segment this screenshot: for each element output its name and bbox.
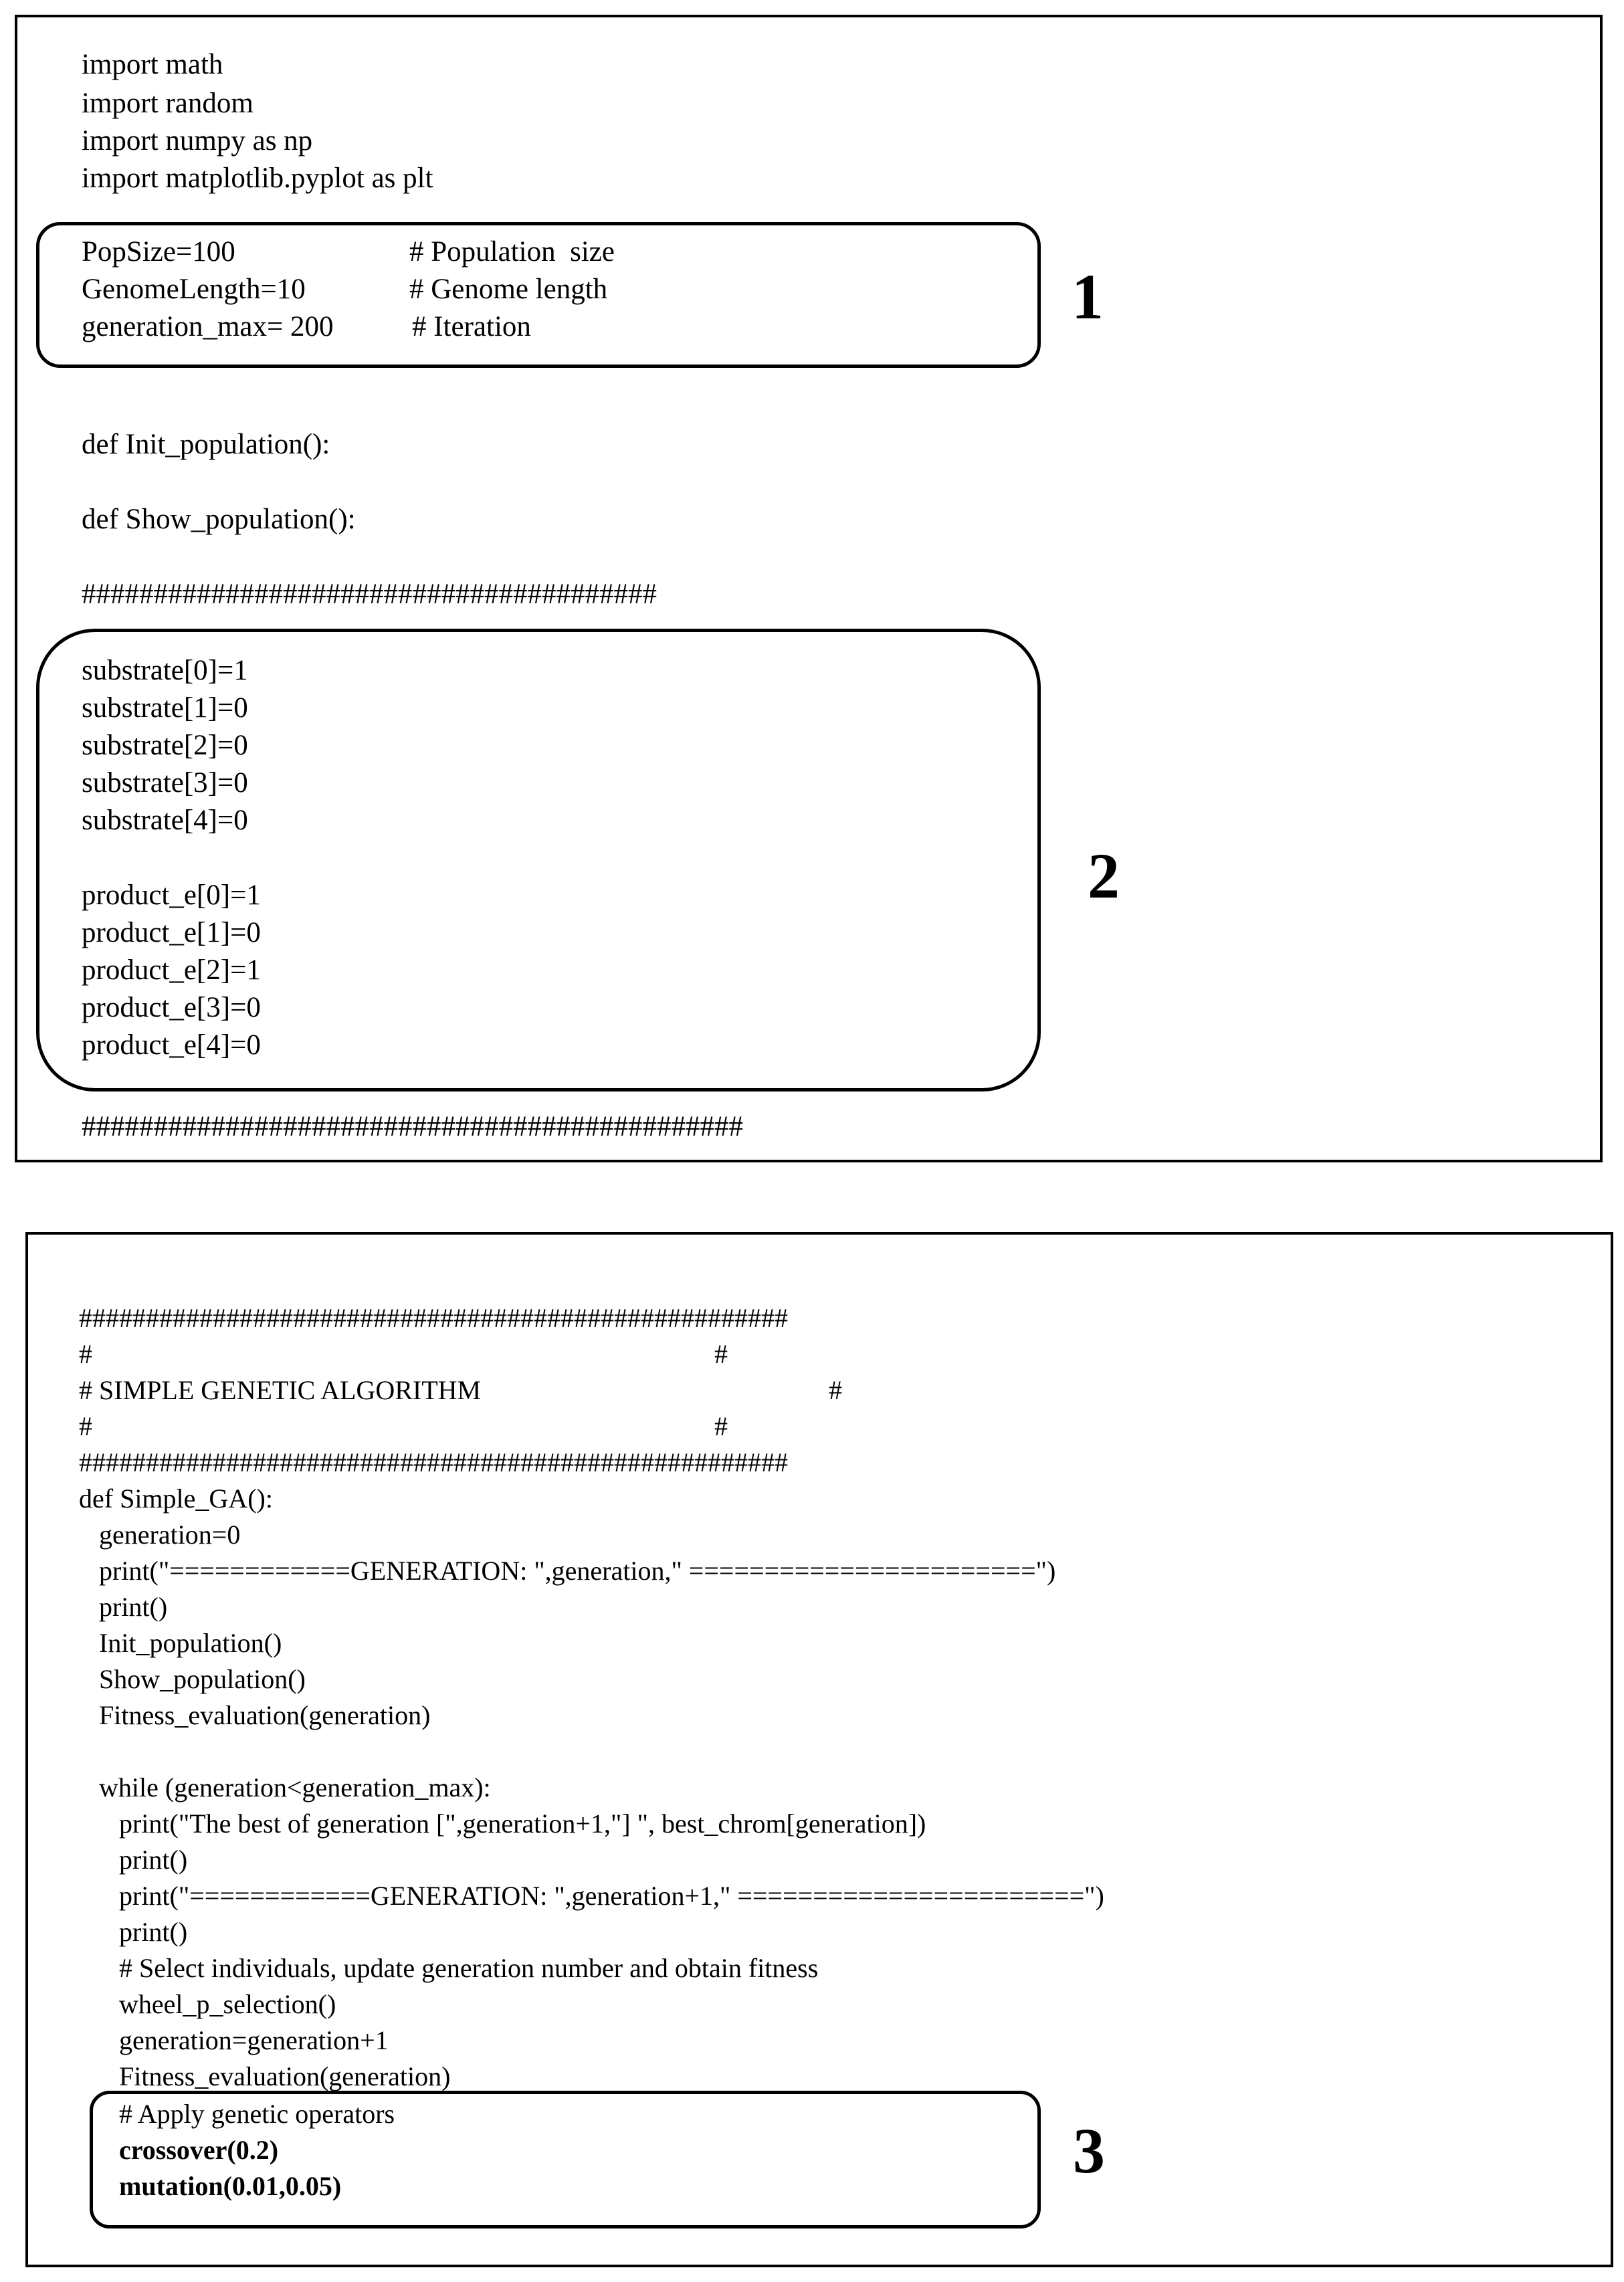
hash-border-blank-2: # # — [79, 1411, 728, 1441]
callout-box-1 — [36, 222, 1041, 368]
comment-popsize: # Population size — [409, 236, 615, 268]
param-genomelength: GenomeLength=10 — [82, 274, 306, 305]
code-line: print("The best of generation [",generat… — [79, 1808, 926, 1839]
import-matplotlib: import matplotlib.pyplot as plt — [82, 163, 433, 194]
code-line: # Apply genetic operators — [79, 2099, 395, 2129]
separator-top: ######################################## — [82, 579, 657, 610]
separator-bottom: ########################################… — [82, 1111, 743, 1142]
substrate-1: substrate[1]=0 — [82, 692, 248, 724]
code-line: Fitness_evaluation(generation) — [79, 2061, 451, 2091]
comment-genomelength: # Genome length — [409, 274, 608, 305]
product-1: product_e[1]=0 — [82, 917, 261, 948]
product-2: product_e[2]=1 — [82, 954, 261, 986]
algorithm-title: # SIMPLE GENETIC ALGORITHM # — [79, 1375, 843, 1405]
marker-3: 3 — [1073, 2115, 1105, 2186]
substrate-3: substrate[3]=0 — [82, 767, 248, 799]
code-panel-1: import math import random import numpy a… — [15, 15, 1603, 1162]
substrate-4: substrate[4]=0 — [82, 805, 248, 836]
code-line: print() — [79, 1592, 168, 1622]
mutation-call: mutation(0.01,0.05) — [79, 2171, 342, 2201]
def-init-population: def Init_population(): — [82, 429, 330, 460]
hash-border-bottom: ########################################… — [79, 1447, 788, 1477]
callout-box-3 — [90, 2091, 1041, 2228]
def-simple-ga: def Simple_GA(): — [79, 1483, 273, 1514]
substrate-0: substrate[0]=1 — [82, 655, 248, 686]
import-math: import math — [82, 49, 223, 80]
code-line: print("============GENERATION: ",generat… — [79, 1556, 1056, 1586]
marker-1: 1 — [1072, 261, 1104, 332]
code-line: Init_population() — [79, 1628, 282, 1658]
marker-2: 2 — [1088, 840, 1120, 912]
code-line: Show_population() — [79, 1664, 306, 1694]
code-line: generation=generation+1 — [79, 2025, 389, 2055]
code-panel-2: ########################################… — [25, 1232, 1613, 2267]
code-line: while (generation<generation_max): — [79, 1772, 491, 1802]
code-line: wheel_p_selection() — [79, 1989, 336, 2019]
hash-border-blank-1: # # — [79, 1339, 728, 1369]
def-show-population: def Show_population(): — [82, 504, 356, 535]
code-line: print() — [79, 1845, 188, 1875]
crossover-call: crossover(0.2) — [79, 2135, 279, 2165]
product-3: product_e[3]=0 — [82, 992, 261, 1023]
substrate-2: substrate[2]=0 — [82, 730, 248, 761]
comment-iteration: # Iteration — [412, 311, 531, 342]
import-numpy: import numpy as np — [82, 125, 313, 157]
code-line: Fitness_evaluation(generation) — [79, 1700, 431, 1730]
hash-border-top: ########################################… — [79, 1303, 788, 1333]
code-line: # Select individuals, update generation … — [79, 1953, 819, 1983]
product-0: product_e[0]=1 — [82, 879, 261, 911]
code-line: generation=0 — [79, 1520, 241, 1550]
param-generation-max: generation_max= 200 — [82, 311, 334, 342]
code-line: print() — [79, 1917, 188, 1947]
param-popsize: PopSize=100 — [82, 236, 235, 268]
product-4: product_e[4]=0 — [82, 1029, 261, 1061]
import-random: import random — [82, 88, 253, 119]
callout-box-2 — [36, 629, 1041, 1092]
code-line: print("============GENERATION: ",generat… — [79, 1881, 1104, 1911]
